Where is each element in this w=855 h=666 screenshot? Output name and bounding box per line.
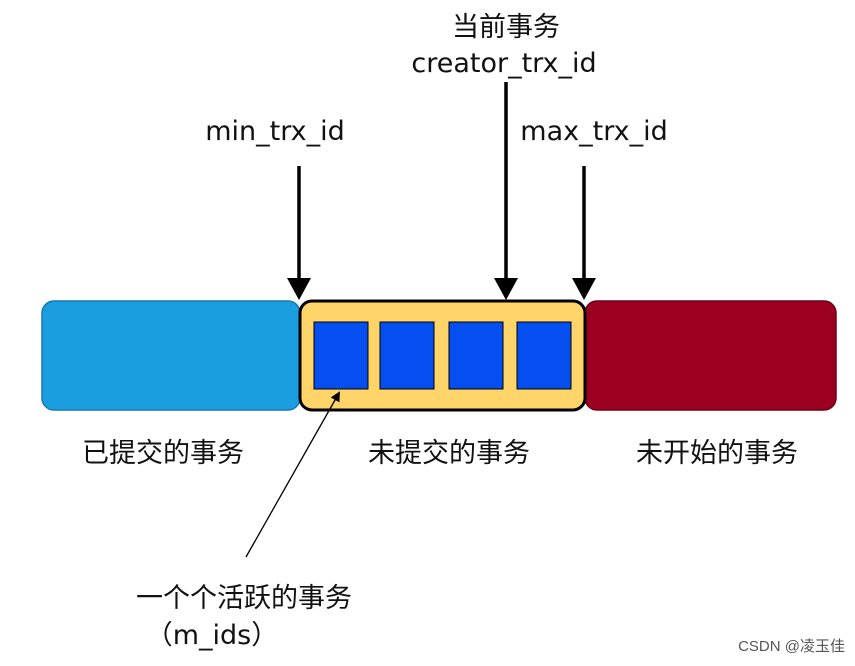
max-trx-arrow xyxy=(572,166,596,300)
watermark: CSDN @凌玉佳 xyxy=(738,638,845,655)
max-trx-id-label: max_trx_id xyxy=(520,116,668,147)
active-trx-box xyxy=(379,321,435,390)
committed-bar xyxy=(41,300,301,411)
m-ids-pointer-arrow xyxy=(245,391,340,558)
m-ids-label: （m_ids） xyxy=(145,620,279,651)
uncommitted-label: 未提交的事务 xyxy=(368,438,530,469)
current-trx-label: 当前事务 xyxy=(452,12,560,43)
creator-trx-id-label: creator_trx_id xyxy=(411,48,597,79)
uncommitted-bar xyxy=(298,299,587,412)
active-trx-box xyxy=(448,321,504,390)
active-trx-label: 一个个活跃的事务 xyxy=(136,583,352,614)
active-trx-box xyxy=(516,321,572,390)
not-started-label: 未开始的事务 xyxy=(636,438,798,469)
active-trx-box xyxy=(313,321,369,390)
not-started-bar xyxy=(584,300,837,411)
creator-trx-arrow xyxy=(494,82,518,300)
min-trx-arrow xyxy=(287,166,311,300)
committed-label: 已提交的事务 xyxy=(82,438,244,469)
min-trx-id-label: min_trx_id xyxy=(205,116,345,147)
